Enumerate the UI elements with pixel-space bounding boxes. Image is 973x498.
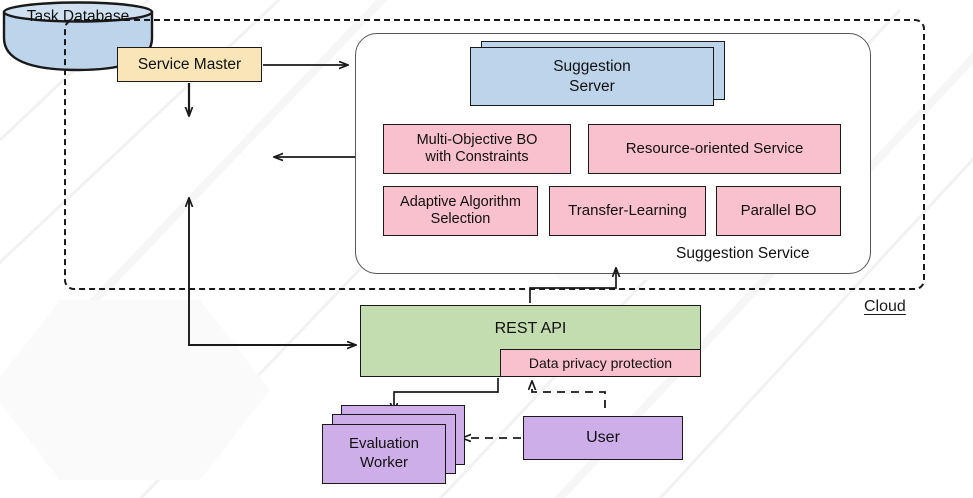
suggestion-server-label-line1: Suggestion: [553, 58, 631, 76]
service-label-line1: Multi-Objective BO: [416, 132, 538, 149]
node-suggestion-server[interactable]: Suggestion Server: [470, 41, 725, 106]
evaluation-worker-layer-1: Evaluation Worker: [322, 424, 446, 484]
service-multi-objective-bo[interactable]: Multi-Objective BO with Constraints: [383, 124, 571, 174]
service-label-line1: Resource-oriented Service: [625, 140, 804, 158]
node-data-privacy-protection[interactable]: Data privacy protection: [500, 349, 701, 377]
service-label-line1: Parallel BO: [740, 202, 817, 220]
service-label-line2: Selection: [430, 211, 491, 227]
cloud-label: Cloud: [864, 298, 906, 315]
node-evaluation-worker[interactable]: Evaluation Worker: [322, 405, 465, 484]
service-adaptive-algorithm-selection[interactable]: Adaptive Algorithm Selection: [383, 186, 538, 236]
evaluation-worker-label-line2: Worker: [359, 454, 409, 471]
node-user[interactable]: User: [523, 416, 683, 460]
service-parallel-bo[interactable]: Parallel BO: [716, 186, 841, 236]
service-resource-oriented-service[interactable]: Resource-oriented Service: [588, 124, 841, 174]
service-transfer-learning[interactable]: Transfer-Learning: [549, 186, 706, 236]
edge-user-to-data-privacy: [532, 381, 606, 408]
node-service-master[interactable]: Service Master: [117, 47, 262, 82]
service-label-line1: Transfer-Learning: [568, 202, 687, 220]
suggestion-server-label-line2: Server: [569, 77, 615, 95]
task-database-label: Task Database: [26, 8, 130, 25]
service-label-line2: with Constraints: [425, 149, 529, 165]
service-label-line1: Adaptive Algorithm: [400, 194, 521, 211]
evaluation-worker-label-line1: Evaluation: [348, 435, 420, 453]
suggestion-service-label: Suggestion Service: [676, 245, 810, 262]
suggestion-server-layer-front: Suggestion Server: [470, 47, 714, 106]
